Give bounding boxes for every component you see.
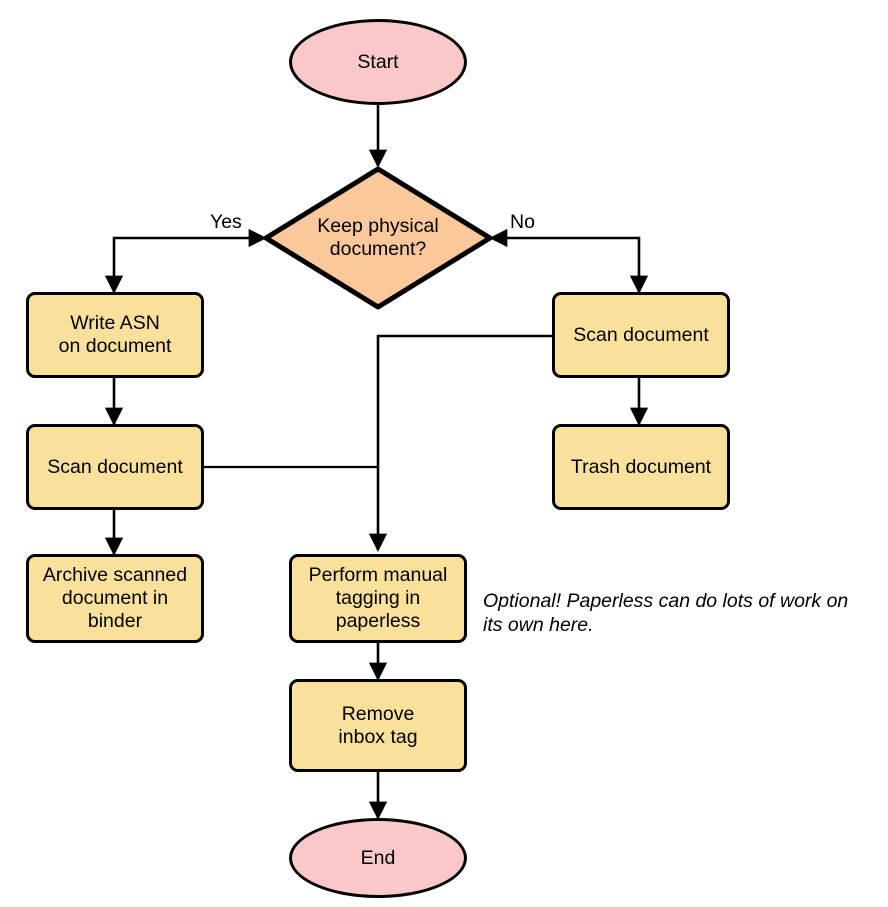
node-scan-document-right-label: Scan document	[573, 323, 709, 346]
node-archive-scanned-document[interactable]: Archive scanned document in binder	[26, 554, 204, 643]
diamond-shape	[263, 166, 493, 310]
node-start[interactable]: Start	[289, 19, 467, 105]
edge-label-no: No	[510, 211, 535, 233]
node-scan-document-right[interactable]: Scan document	[552, 292, 730, 378]
node-perform-manual-tagging-label: Perform manual tagging in paperless	[308, 564, 448, 632]
node-scan-document-left-label: Scan document	[47, 455, 183, 478]
edge-scan-right-to-tagging	[368, 334, 552, 552]
node-remove-inbox-tag[interactable]: Remove inbox tag	[289, 679, 467, 772]
node-perform-manual-tagging[interactable]: Perform manual tagging in paperless	[289, 554, 467, 643]
node-archive-scanned-document-label: Archive scanned document in binder	[42, 564, 188, 632]
node-remove-inbox-tag-label: Remove inbox tag	[338, 702, 418, 748]
node-keep-physical-document-decision[interactable]: Keep physical document?	[263, 166, 493, 310]
node-write-asn-label: Write ASN on document	[58, 312, 172, 357]
note-optional-paperless: Optional! Paperless can do lots of work …	[483, 590, 849, 637]
node-scan-document-left[interactable]: Scan document	[26, 424, 204, 510]
node-trash-document-label: Trash document	[570, 455, 712, 478]
edge-label-yes: Yes	[210, 211, 242, 233]
node-write-asn[interactable]: Write ASN on document	[26, 292, 204, 378]
node-end[interactable]: End	[289, 818, 467, 898]
edge-decision-to-write-asn	[104, 228, 267, 294]
node-end-label: End	[360, 846, 396, 869]
edge-decision-to-scan-right	[489, 228, 649, 294]
node-trash-document[interactable]: Trash document	[552, 424, 730, 510]
node-start-label: Start	[357, 50, 399, 73]
